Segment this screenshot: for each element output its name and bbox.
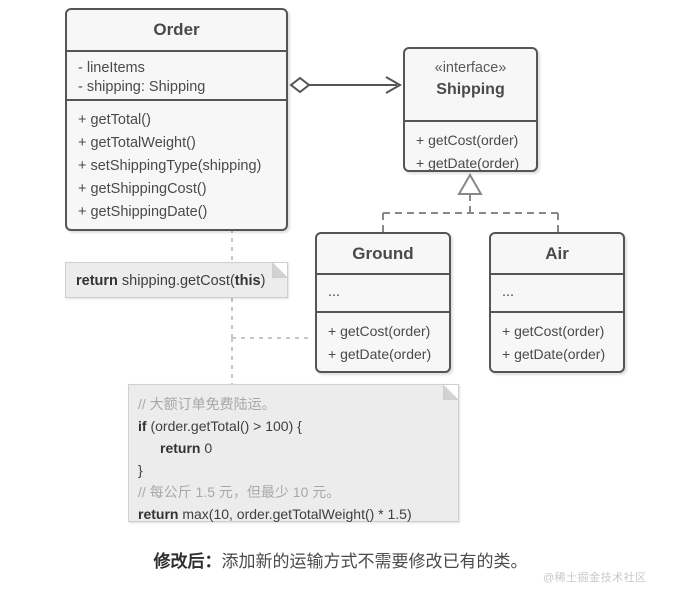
note-fold-corner (272, 263, 287, 278)
class-method: + getShippingDate() (78, 204, 208, 220)
class-title-shipping: Shipping (436, 81, 505, 98)
code-text: ) (260, 273, 266, 289)
class-methods-ground: + getCost(order) + getDate(order) (317, 311, 449, 371)
code-comment-line: // 每公斤 1.5 元，但最少 10 元。 (138, 484, 341, 500)
class-attribute: - shipping: Shipping (78, 79, 206, 95)
code-keyword: this (234, 273, 261, 289)
note-ground-code: // 大额订单免费陆运。 if (order.getTotal() > 100)… (128, 384, 459, 522)
class-method: + setShippingType(shipping) (78, 158, 262, 174)
class-methods-shipping: + getCost(order) + getDate(order) (405, 120, 536, 171)
class-attributes-order: - lineItems - shipping: Shipping (67, 50, 286, 99)
class-stereotype-shipping: «interface» (434, 60, 507, 76)
relation-realization (382, 173, 559, 232)
code-text: max(10, order.getTotalWeight() * 1.5) (178, 506, 412, 522)
class-attribute: ... (328, 284, 341, 300)
note-code-text: return shipping.getCost(this) (66, 263, 287, 299)
class-box-order[interactable]: Order - lineItems - shipping: Shipping +… (65, 8, 288, 231)
class-method: + getDate(order) (416, 155, 520, 171)
relation-order-shipping (289, 76, 403, 94)
caption-label: 修改后： (153, 552, 222, 571)
code-keyword: return (76, 273, 118, 289)
code-return-zero-line: return 0 (138, 437, 458, 459)
class-box-ground[interactable]: Ground ... + getCost(order) + getDate(or… (315, 232, 451, 373)
class-method: + getDate(order) (328, 346, 432, 362)
code-close-brace-line: } (138, 462, 143, 478)
class-method: + getCost(order) (502, 323, 605, 339)
interface-header: «interface» Shipping (405, 49, 536, 120)
class-box-shipping[interactable]: «interface» Shipping + getCost(order) + … (403, 47, 538, 172)
class-attribute: - lineItems (78, 60, 145, 76)
class-attributes-air: ... (491, 273, 623, 311)
code-text: 0 (200, 440, 213, 456)
note-fold-corner (443, 385, 458, 400)
class-attributes-ground: ... (317, 273, 449, 311)
code-keyword: return (160, 440, 201, 456)
caption-text: 添加新的运输方式不需要修改已有的类。 (221, 552, 528, 571)
class-box-air[interactable]: Air ... + getCost(order) + getDate(order… (489, 232, 625, 373)
class-method: + getTotal() (78, 112, 151, 128)
note-anchor-ground (231, 298, 313, 384)
class-title-order: Order (153, 20, 200, 39)
code-if-line: if (order.getTotal() > 100) { (138, 415, 458, 437)
class-method: + getShippingCost() (78, 181, 207, 197)
note-order-code: return shipping.getCost(this) (65, 262, 288, 298)
code-keyword: if (138, 418, 147, 434)
code-return-max-line: return max(10, order.getTotalWeight() * … (138, 503, 458, 525)
class-attribute: ... (502, 284, 515, 300)
class-title-ground: Ground (352, 244, 414, 263)
class-methods-order: + getTotal() + getTotalWeight() + setShi… (67, 99, 286, 229)
class-title-air: Air (545, 244, 569, 263)
class-method: + getTotalWeight() (78, 135, 196, 151)
class-method: + getDate(order) (502, 346, 606, 362)
watermark: @稀土掘金技术社区 (543, 572, 647, 584)
class-method: + getCost(order) (328, 323, 431, 339)
code-keyword: return (138, 506, 179, 522)
code-comment-line: // 大额订单免费陆运。 (138, 396, 276, 412)
code-text: (order.getTotal() > 100) { (146, 418, 302, 434)
code-text: shipping.getCost( (117, 273, 235, 289)
caption: 修改后：添加新的运输方式不需要修改已有的类。 (0, 547, 681, 572)
class-methods-air: + getCost(order) + getDate(order) (491, 311, 623, 371)
class-method: + getCost(order) (416, 132, 519, 148)
